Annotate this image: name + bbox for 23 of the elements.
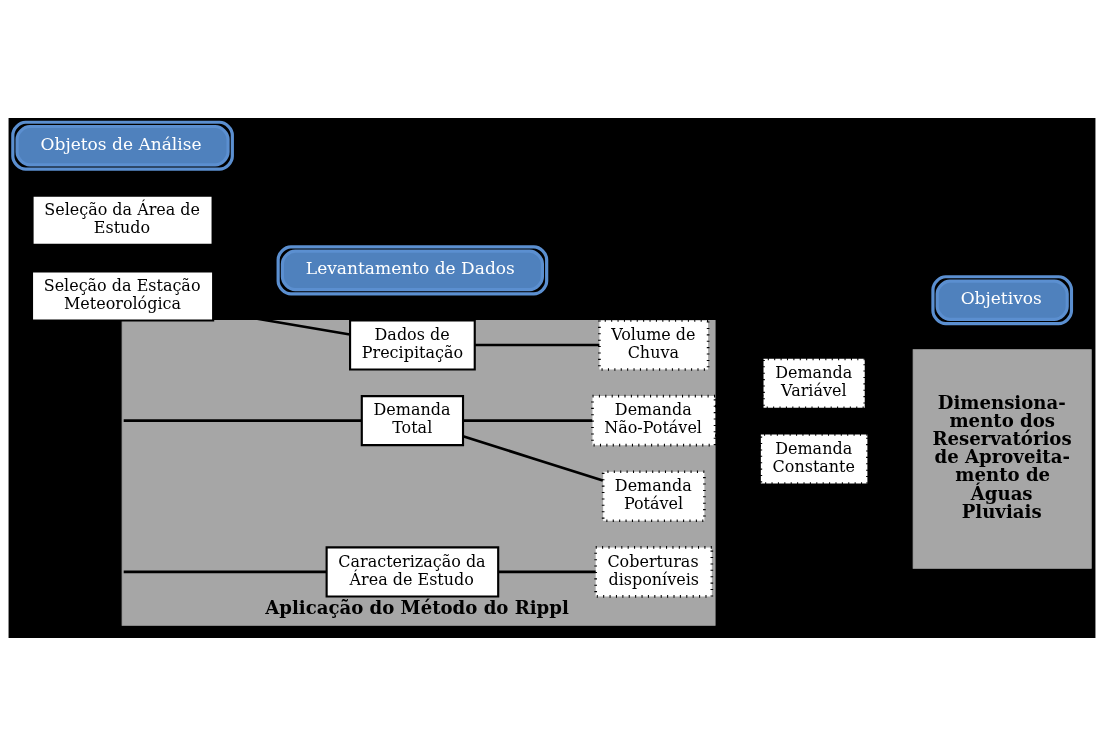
node-box: Demanda Constante — [759, 433, 869, 485]
node-box: Seleção da Estação Meteorológica — [30, 270, 215, 322]
connector — [462, 435, 604, 482]
node-box: Levantamento de Dados — [276, 245, 549, 296]
node-box: Seleção da Área de Estudo — [31, 194, 214, 246]
connector — [123, 570, 327, 574]
node-box: Demanda Não-Potável — [591, 394, 717, 447]
node-box: Caracterização da Área de Estudo — [325, 546, 500, 598]
node-box: Demanda Total — [360, 395, 465, 447]
node-box: Objetos de Análise — [11, 120, 234, 171]
node-box: Dimensiona- mento dos Reservatórios de Aproveita- mento de Águas Pluviais — [912, 349, 1092, 569]
node-box: Volume de Chuva — [598, 319, 710, 371]
node-box: Objetivos — [931, 275, 1074, 326]
connector — [714, 433, 762, 448]
connector — [463, 419, 593, 422]
connector — [498, 570, 596, 574]
node-box: Coberturas disponíveis — [594, 546, 714, 598]
connector — [123, 419, 362, 422]
node-box: Demanda Potável — [601, 470, 706, 523]
node-box: Dados de Precipitação — [349, 319, 476, 371]
connector — [474, 343, 600, 347]
connector — [714, 393, 764, 408]
node-box: Demanda Variável — [762, 357, 867, 410]
